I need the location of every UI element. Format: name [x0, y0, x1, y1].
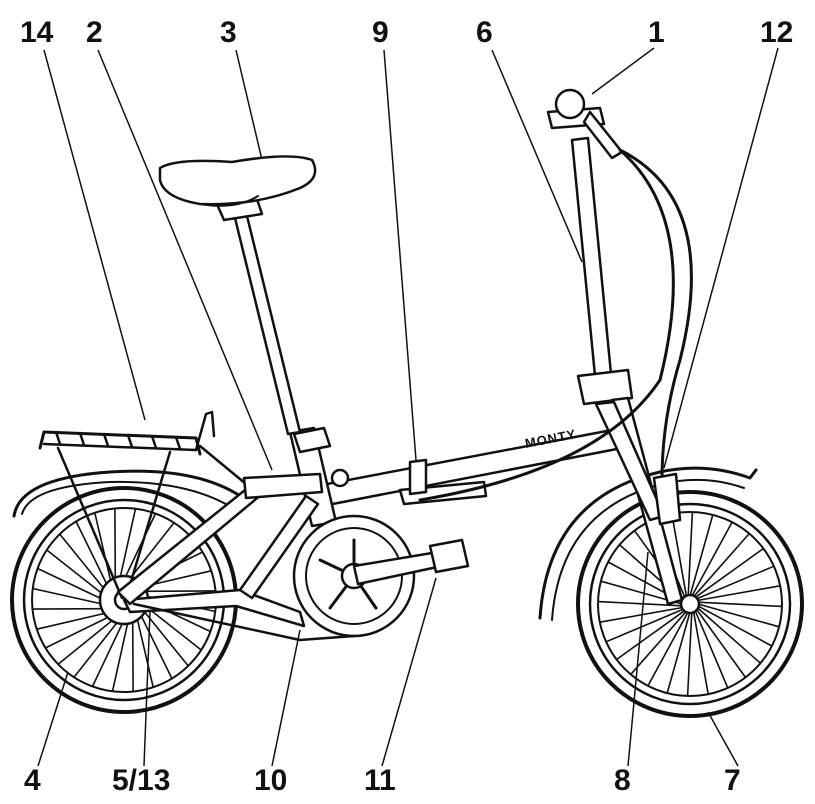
- callout-1: 1: [648, 16, 665, 49]
- leader-10: [271, 629, 301, 767]
- brake-lever: [582, 110, 624, 160]
- spoke: [687, 511, 694, 597]
- spoke: [37, 567, 105, 601]
- spoke: [118, 508, 137, 581]
- leader-2: [97, 49, 273, 471]
- steering-assembly: [418, 88, 693, 606]
- callout-2: 2: [86, 16, 103, 49]
- leader-6: [491, 49, 583, 263]
- callout-6: 6: [476, 16, 493, 49]
- handlebar-stem: [570, 136, 614, 388]
- callout-5-13: 5/13: [112, 764, 170, 797]
- callout-3: 3: [220, 16, 237, 49]
- leader-lines: [37, 47, 779, 767]
- chain: [132, 602, 356, 642]
- spoke: [57, 617, 116, 665]
- front-spokes: [597, 511, 783, 697]
- stay-bridge: [242, 472, 324, 500]
- spoke: [694, 609, 729, 689]
- spoke: [599, 606, 683, 623]
- front-wheel: [538, 466, 804, 718]
- seat-assembly: [158, 155, 317, 436]
- pedal-fold-post: [408, 458, 428, 496]
- leader-7: [707, 711, 739, 767]
- frame: MONTY: [116, 426, 624, 628]
- spoke: [135, 615, 154, 688]
- rack-strut-right: [124, 450, 172, 600]
- spoke: [141, 608, 189, 667]
- seat-stay: [116, 484, 264, 606]
- spoke: [692, 533, 750, 598]
- leader-9: [383, 49, 417, 461]
- spoke: [666, 611, 691, 694]
- stem-fold-clamp: [576, 368, 634, 406]
- spoke: [694, 547, 764, 599]
- spoke: [689, 514, 714, 597]
- front-hub: [679, 593, 701, 615]
- callout-10: 10: [254, 764, 287, 797]
- spoke: [123, 513, 157, 581]
- spoke: [45, 614, 112, 649]
- spoke: [697, 585, 781, 602]
- saddle: [158, 155, 317, 206]
- spoke: [695, 565, 775, 600]
- spoke: [138, 612, 173, 679]
- spoke: [691, 521, 733, 597]
- spoke: [697, 601, 783, 608]
- callout-4: 4: [24, 764, 41, 797]
- spoke: [94, 512, 113, 585]
- spoke: [59, 533, 107, 592]
- callout-14: 14: [20, 16, 54, 49]
- handlebar-grip: [554, 88, 586, 120]
- leader-3: [235, 49, 263, 161]
- spoke: [697, 603, 780, 628]
- spoke: [111, 619, 130, 692]
- leader-4: [37, 671, 69, 767]
- right-pedal: [428, 538, 470, 574]
- leader-14: [43, 49, 146, 421]
- leader-12: [663, 47, 779, 469]
- brake-cable: [618, 148, 693, 522]
- leader-11: [381, 577, 437, 767]
- rear-mudguard: [12, 469, 248, 518]
- rack-strut-left: [56, 446, 124, 600]
- spoke: [616, 609, 686, 661]
- leader-8: [627, 551, 649, 767]
- spoke: [36, 611, 109, 630]
- spoke: [697, 605, 773, 647]
- spoke: [695, 608, 747, 678]
- rear-spokes: [32, 508, 216, 692]
- front-tire: [576, 490, 804, 718]
- spoke: [686, 611, 693, 697]
- spoke: [143, 603, 202, 651]
- spoke: [32, 587, 105, 606]
- callout-11: 11: [364, 764, 396, 797]
- spoke: [91, 619, 125, 687]
- callout-12: 12: [760, 16, 793, 49]
- spoke: [127, 522, 175, 581]
- callout-8: 8: [614, 764, 631, 797]
- spoke: [630, 610, 688, 675]
- front-rim: [597, 511, 783, 697]
- spoke: [647, 611, 689, 687]
- spoke: [73, 619, 121, 678]
- callout-7: 7: [724, 764, 741, 797]
- spoke: [671, 513, 688, 597]
- leader-1: [591, 47, 655, 95]
- spoke: [692, 611, 709, 695]
- frame-fold-joint: [330, 468, 350, 488]
- rear-rack: [38, 410, 248, 600]
- spoke: [696, 606, 761, 664]
- spoke: [75, 521, 110, 588]
- spoke: [46, 549, 105, 597]
- spoke: [605, 608, 685, 643]
- front-brake: [652, 472, 682, 526]
- callout-9: 9: [372, 16, 389, 49]
- callout-labels: 14 2 3 9 6 1 12 4 5/13 10 11 8 7: [20, 16, 793, 797]
